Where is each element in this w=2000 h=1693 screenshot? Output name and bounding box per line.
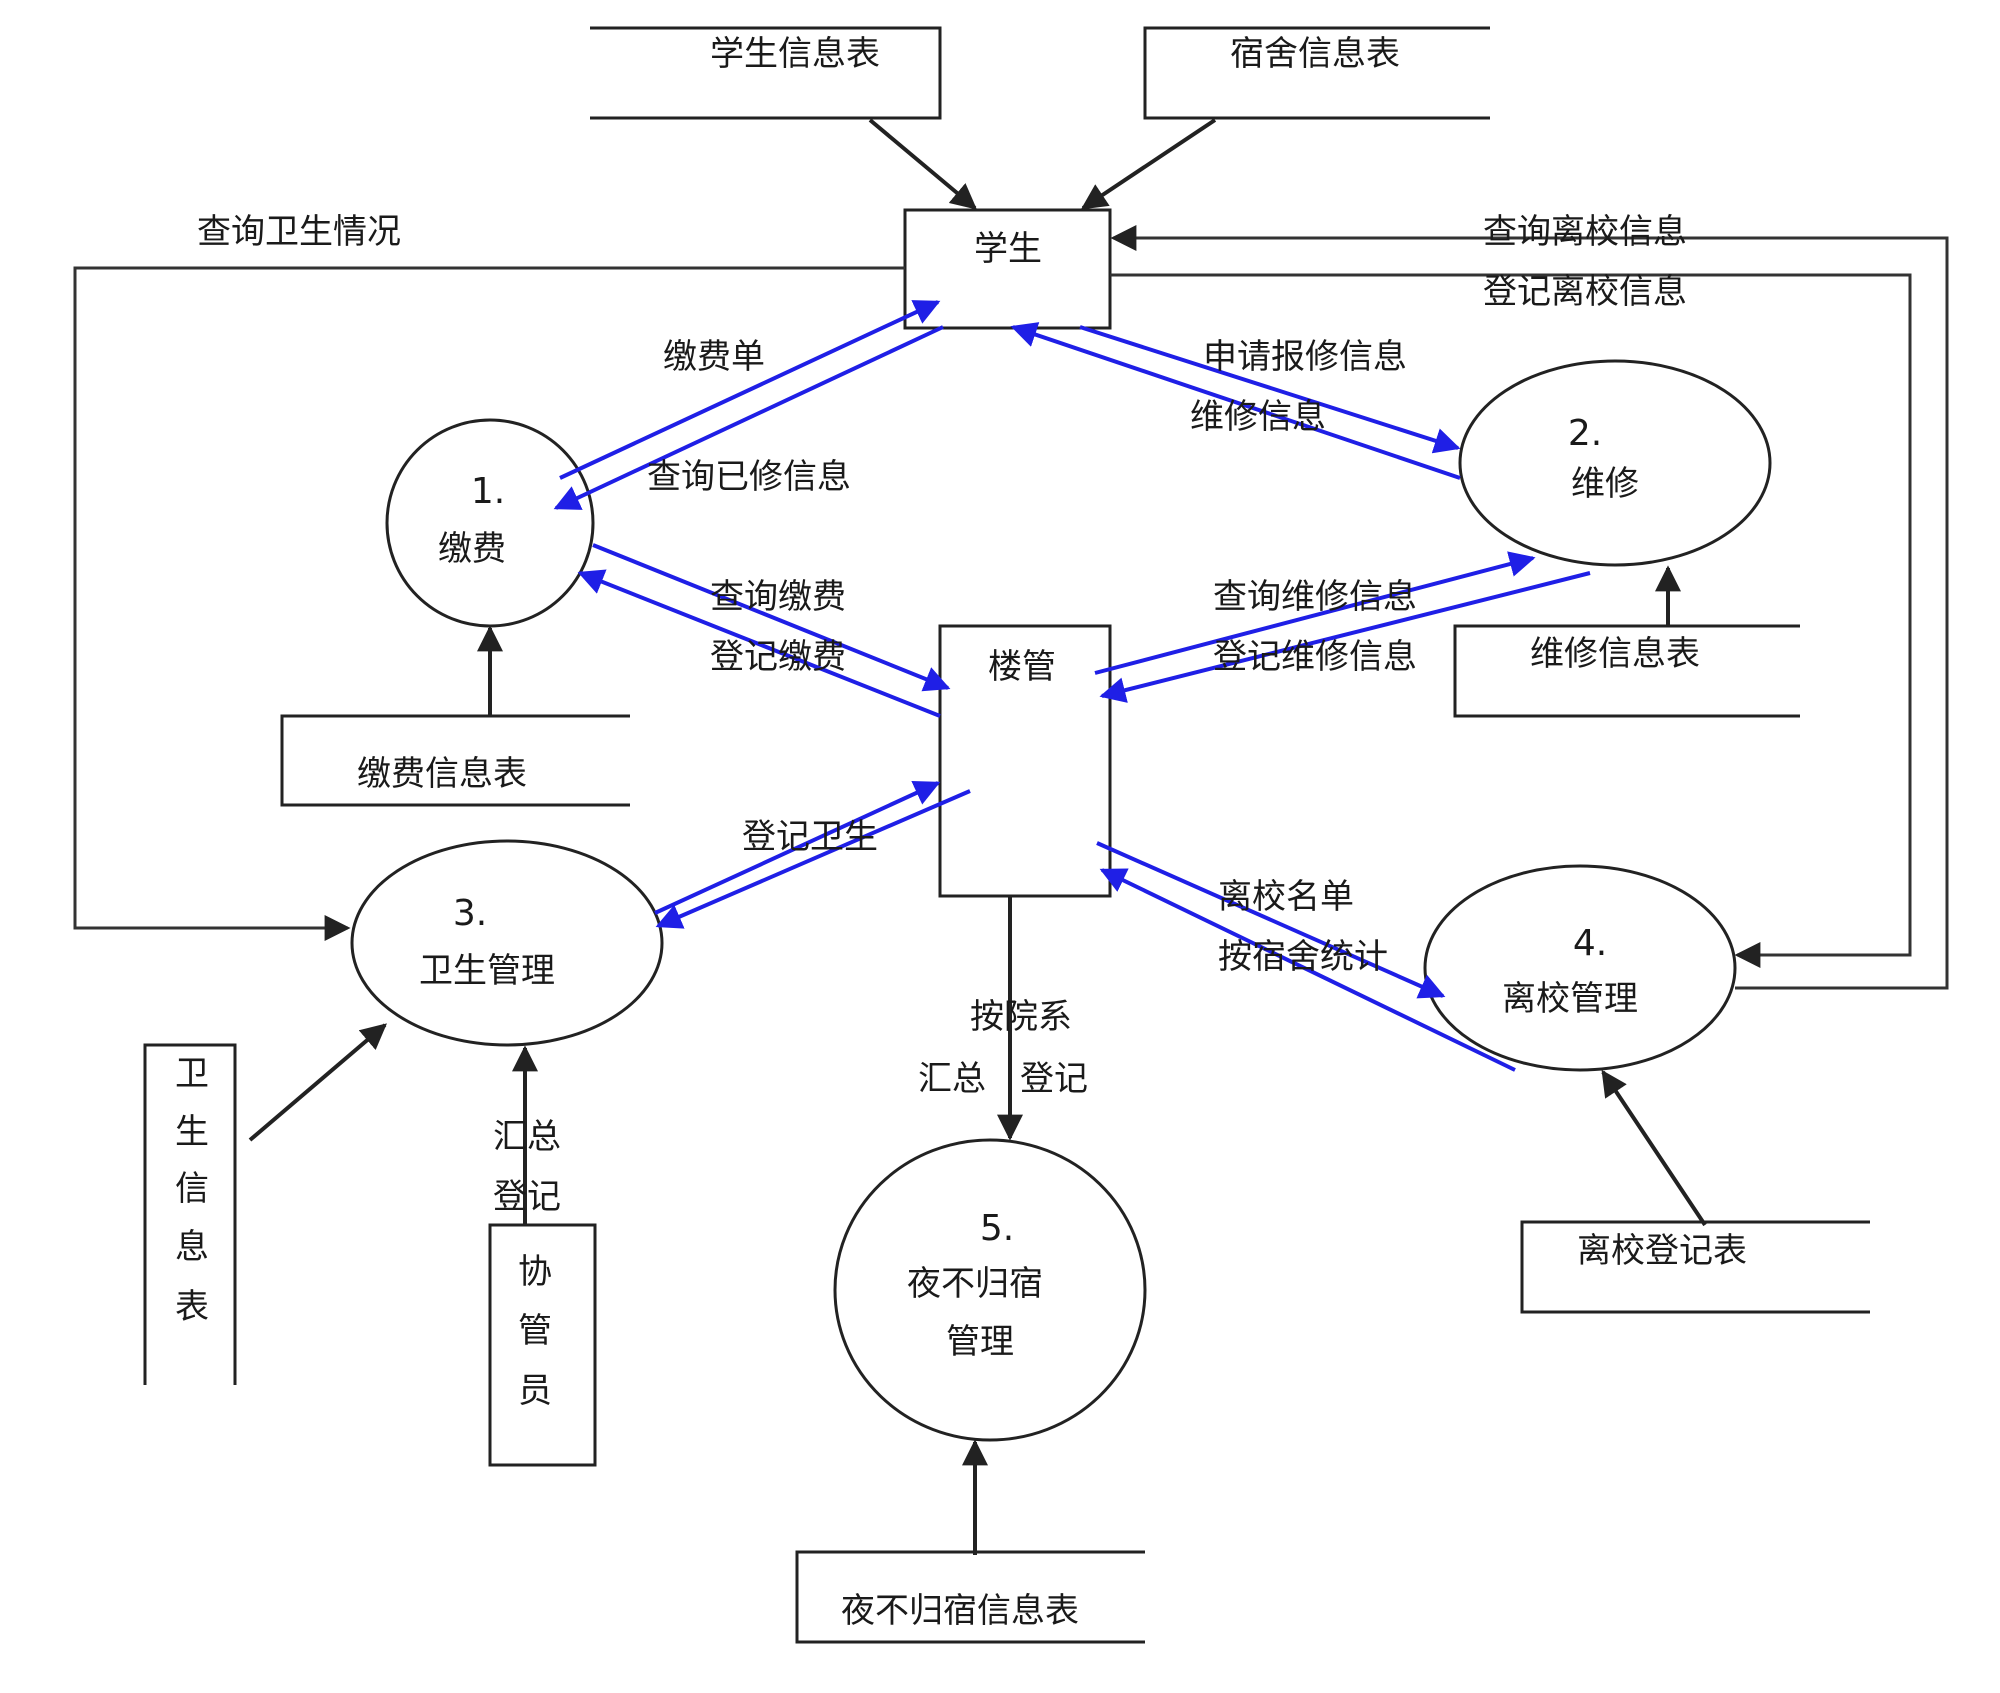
label-register-hygiene: 登记卫生 bbox=[742, 817, 878, 857]
flow-labels: 查询卫生情况 查询离校信息 登记离校信息 缴费单 查询已修信息 申请报修信息 维… bbox=[197, 212, 1687, 1217]
flow-hygiene-info-to-hygiene bbox=[248, 1023, 387, 1142]
entity-student: 学生 bbox=[903, 208, 1112, 330]
process-leave-name: 离校管理 bbox=[1502, 979, 1638, 1019]
flow-hygiene-to-manager bbox=[654, 780, 941, 915]
flow-leave-to-manager bbox=[1099, 868, 1516, 1072]
label-by-department: 按院系 bbox=[970, 997, 1072, 1037]
entity-student-label: 学生 bbox=[974, 229, 1042, 269]
blue-flows bbox=[553, 300, 1591, 1072]
store-repair-info-label: 维修信息表 bbox=[1530, 634, 1700, 674]
flow-leave-register-to-leave bbox=[1601, 1069, 1707, 1227]
flow-manager-to-payment bbox=[577, 569, 941, 718]
store-payment-info-label: 缴费信息表 bbox=[357, 754, 527, 794]
store-night-info-label: 夜不归宿信息表 bbox=[841, 1591, 1079, 1631]
flow-student-info-to-student bbox=[868, 118, 977, 210]
label-assist-register: 登记 bbox=[493, 1177, 561, 1217]
label-leave-list: 离校名单 bbox=[1218, 877, 1354, 917]
store-dorm-info-label: 宿舍信息表 bbox=[1230, 34, 1400, 74]
process-leave-number: 4. bbox=[1573, 923, 1607, 964]
flow-repair-to-manager bbox=[1099, 571, 1591, 703]
flow-manager-to-leave bbox=[1096, 841, 1446, 999]
flow-payment-to-manager bbox=[592, 543, 951, 692]
store-night-info: 夜不归宿信息表 bbox=[795, 1550, 1145, 1644]
label-query-hygiene: 查询卫生情况 bbox=[197, 212, 401, 252]
store-repair-info: 维修信息表 bbox=[1453, 624, 1800, 718]
process-payment: 1. 缴费 bbox=[385, 418, 595, 628]
store-hygiene-info: 卫 生 信 息 表 bbox=[143, 1043, 237, 1385]
label-repair-info: 维修信息 bbox=[1190, 397, 1326, 437]
label-by-dorm-stats: 按宿舍统计 bbox=[1218, 937, 1388, 977]
flow-student-to-repair bbox=[1079, 325, 1461, 454]
process-repair-number: 2. bbox=[1568, 413, 1602, 454]
process-repair: 2. 维修 bbox=[1458, 359, 1772, 567]
process-leave: 4. 离校管理 bbox=[1423, 864, 1737, 1072]
label-summary: 汇总 bbox=[918, 1059, 986, 1099]
flow-dorm-info-to-student bbox=[1080, 118, 1217, 210]
store-hygiene-info-char: 卫 bbox=[175, 1054, 209, 1094]
process-hygiene-number: 3. bbox=[453, 893, 487, 934]
flow-student-to-payment bbox=[553, 325, 944, 510]
entity-building-manager: 楼管 bbox=[938, 624, 1112, 898]
store-student-info-label: 学生信息表 bbox=[710, 34, 880, 74]
label-register: 登记 bbox=[1020, 1059, 1088, 1099]
label-query-payment: 查询缴费 bbox=[710, 577, 846, 617]
store-payment-info: 缴费信息表 bbox=[280, 714, 630, 807]
flow-repair-to-student bbox=[1010, 322, 1461, 480]
process-night-name: 管理 bbox=[946, 1322, 1014, 1362]
store-leave-register: 离校登记表 bbox=[1520, 1220, 1870, 1314]
label-register-payment: 登记缴费 bbox=[710, 637, 846, 677]
store-hygiene-info-char: 表 bbox=[175, 1287, 209, 1327]
store-leave-register-label: 离校登记表 bbox=[1577, 1231, 1747, 1271]
flow-manager-to-repair bbox=[1094, 551, 1536, 675]
flow-student-to-leave bbox=[1110, 273, 1912, 968]
process-payment-number: 1. bbox=[471, 471, 505, 512]
label-apply-repair: 申请报修信息 bbox=[1203, 337, 1407, 377]
store-student-info: 学生信息表 bbox=[590, 26, 942, 120]
black-flows bbox=[73, 118, 1949, 1555]
label-register-repair: 登记维修信息 bbox=[1213, 637, 1417, 677]
entity-assistant-char: 员 bbox=[518, 1371, 552, 1411]
process-hygiene: 3. 卫生管理 bbox=[350, 839, 664, 1047]
flow-student-to-hygiene bbox=[73, 266, 905, 941]
process-payment-name: 缴费 bbox=[438, 529, 506, 569]
process-hygiene-name: 卫生管理 bbox=[419, 951, 555, 991]
label-assist-summary: 汇总 bbox=[493, 1117, 561, 1157]
label-query-repair: 查询维修信息 bbox=[1213, 577, 1417, 617]
label-query-repaired: 查询已修信息 bbox=[647, 457, 851, 497]
label-payment-slip: 缴费单 bbox=[663, 337, 765, 377]
process-night: 5. 夜不归宿 管理 bbox=[833, 1138, 1147, 1442]
label-query-leave: 查询离校信息 bbox=[1483, 212, 1687, 252]
flow-manager-to-hygiene bbox=[655, 789, 971, 929]
entity-building-manager-label: 楼管 bbox=[988, 647, 1056, 687]
process-night-number: 5. bbox=[980, 1208, 1014, 1249]
flow-payment-to-student bbox=[559, 300, 941, 480]
store-hygiene-info-char: 息 bbox=[175, 1227, 209, 1267]
flow-leave-to-student bbox=[1110, 225, 1949, 990]
process-repair-name: 维修 bbox=[1571, 464, 1639, 504]
entity-assistant-char: 协 bbox=[518, 1252, 552, 1292]
store-hygiene-info-char: 信 bbox=[175, 1169, 209, 1209]
entity-assistant-char: 管 bbox=[518, 1311, 552, 1351]
label-register-leave: 登记离校信息 bbox=[1483, 272, 1687, 312]
entity-assistant: 协 管 员 bbox=[488, 1223, 597, 1467]
store-dorm-info: 宿舍信息表 bbox=[1143, 26, 1490, 120]
process-night-name: 夜不归宿 bbox=[907, 1264, 1043, 1304]
store-hygiene-info-char: 生 bbox=[175, 1112, 209, 1152]
